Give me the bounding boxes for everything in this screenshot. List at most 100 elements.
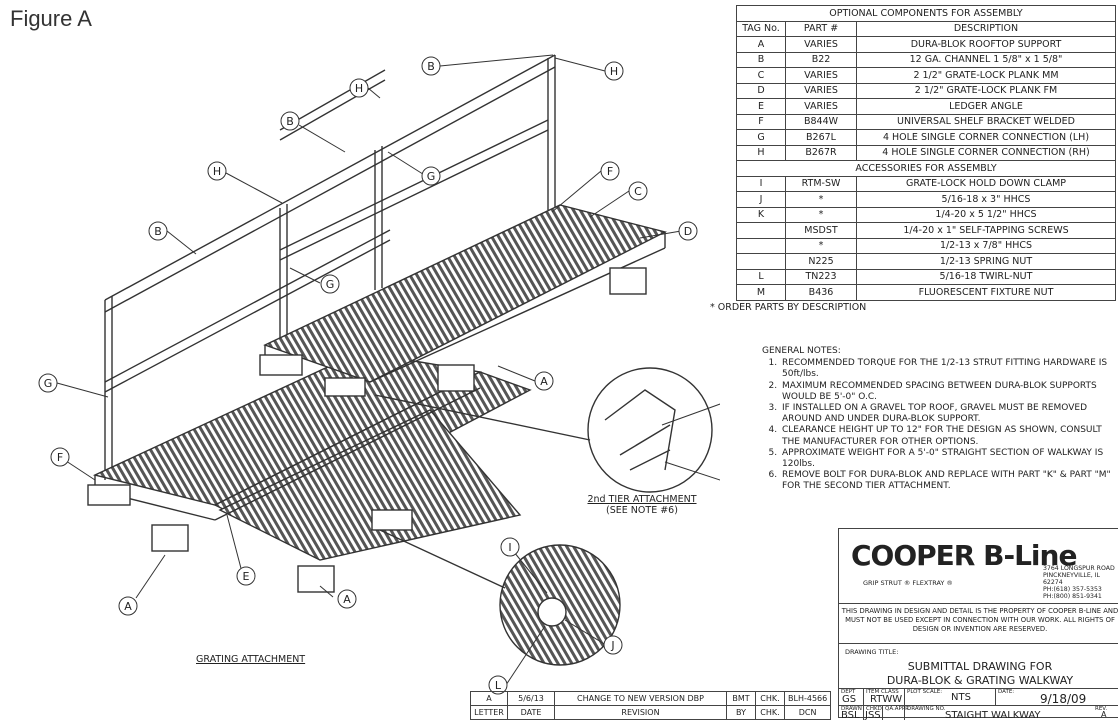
general-notes-header: GENERAL NOTES:	[762, 346, 841, 356]
svg-text:H: H	[213, 165, 221, 178]
optional-part: B267L	[785, 129, 857, 146]
callout-g-top: G	[421, 166, 441, 186]
svg-text:G: G	[326, 278, 335, 291]
accessory-part: MSDST	[785, 222, 857, 239]
optional-part: VARIES	[785, 98, 857, 115]
svg-text:I: I	[508, 541, 511, 554]
accessory-part: N225	[785, 253, 857, 270]
svg-text:A: A	[343, 593, 351, 606]
svg-text:F: F	[57, 451, 63, 464]
callout-i: I	[500, 537, 520, 557]
callout-a-left: A	[118, 596, 138, 616]
optional-part: B844W	[785, 113, 857, 130]
tier-attachment-caption: 2nd TIER ATTACHMENT (SEE NOTE #6)	[572, 494, 712, 516]
svg-text:E: E	[243, 570, 250, 583]
optional-part: VARIES	[785, 82, 857, 99]
callout-f-left: F	[50, 447, 70, 467]
accessory-desc: 1/2-13 SPRING NUT	[856, 253, 1116, 270]
optional-desc: 4 HOLE SINGLE CORNER CONNECTION (RH)	[856, 144, 1116, 161]
accessory-desc: 1/4-20 x 5 1/2" HHCS	[856, 206, 1116, 223]
optional-part: B267R	[785, 144, 857, 161]
tier-caption-title: 2nd TIER ATTACHMENT	[587, 494, 697, 505]
optional-tag: F	[736, 113, 786, 130]
revision-table: A 5/6/13 CHANGE TO NEW VERSION DBP BMT C…	[470, 691, 832, 720]
optional-tag: H	[736, 144, 786, 161]
walkway-isometric-drawing: B H H B G H F C D B G G A K F M I A E A …	[38, 54, 720, 695]
callout-c: C	[628, 181, 648, 201]
optional-part: VARIES	[785, 36, 857, 53]
optional-tag: B	[736, 51, 786, 68]
callout-g-left: G	[38, 373, 58, 393]
accessory-desc: FLUORESCENT FIXTURE NUT	[856, 284, 1116, 301]
optional-tag: A	[736, 36, 786, 53]
accessory-tag	[736, 237, 786, 254]
grating-attachment-caption: GRATING ATTACHMENT	[196, 654, 306, 665]
accessory-tag: L	[736, 268, 786, 285]
parts-table: OPTIONAL COMPONENTS FOR ASSEMBLY TAG No.…	[736, 5, 1116, 301]
callout-b-mid: B	[280, 111, 300, 131]
title-block: COOPER B-Line GRIP STRUT ® FLEXTRAY ® 37…	[838, 528, 1118, 721]
optional-header-row: OPTIONAL COMPONENTS FOR ASSEMBLY	[736, 5, 1116, 22]
accessory-row: K*1/4-20 x 5 1/2" HHCS	[736, 206, 1116, 223]
svg-text:B: B	[286, 115, 294, 128]
svg-text:A: A	[540, 375, 548, 388]
accessory-desc: GRATE-LOCK HOLD DOWN CLAMP	[856, 175, 1116, 192]
accessories-header-row: ACCESSORIES FOR ASSEMBLY	[736, 160, 1116, 177]
company-address: 3764 LONGSPUR ROAD PINCKNEYVILLE, IL 622…	[1043, 565, 1115, 600]
callout-f-top: F	[600, 161, 620, 181]
optional-desc: 2 1/2" GRATE-LOCK PLANK MM	[856, 67, 1116, 84]
accessory-part: *	[785, 191, 857, 208]
accessory-part: RTM-SW	[785, 175, 857, 192]
accessory-desc: 1/4-20 x 1" SELF-TAPPING SCREWS	[856, 222, 1116, 239]
callout-d: D	[678, 221, 698, 241]
optional-desc: DURA-BLOK ROOFTOP SUPPORT	[856, 36, 1116, 53]
accessory-desc: 5/16-18 x 3" HHCS	[856, 191, 1116, 208]
optional-part: B22	[785, 51, 857, 68]
accessory-part: B436	[785, 284, 857, 301]
dura-blok-supports	[87, 267, 647, 593]
callout-a-right: A	[337, 589, 357, 609]
optional-desc: 4 HOLE SINGLE CORNER CONNECTION (LH)	[856, 129, 1116, 146]
svg-text:L: L	[495, 679, 502, 692]
accessory-part: *	[785, 206, 857, 223]
optional-part: VARIES	[785, 67, 857, 84]
callout-j: J	[603, 635, 623, 655]
accessory-tag: M	[736, 284, 786, 301]
accessory-desc: 1/2-13 x 7/8" HHCS	[856, 237, 1116, 254]
accessories-header: ACCESSORIES FOR ASSEMBLY	[736, 160, 1116, 177]
general-note-item: APPROXIMATE WEIGHT FOR A 5'-0" STRAIGHT …	[780, 448, 1114, 470]
accessory-part: *	[785, 237, 857, 254]
accessory-tag: I	[736, 175, 786, 192]
svg-text:F: F	[607, 165, 613, 178]
drawing-title: DRAWING TITLE: SUBMITTAL DRAWING FOR DUR…	[839, 644, 1118, 689]
general-notes-list: RECOMMENDED TORQUE FOR THE 1/2-13 STRUT …	[762, 358, 1114, 492]
optional-tag: G	[736, 129, 786, 146]
svg-text:B: B	[154, 225, 162, 238]
callout-g-mid: G	[320, 274, 340, 294]
order-note: * ORDER PARTS BY DESCRIPTION	[710, 302, 867, 313]
general-note-item: IF INSTALLED ON A GRAVEL TOP ROOF, GRAVE…	[780, 403, 1114, 425]
optional-tag: C	[736, 67, 786, 84]
accessory-part: TN223	[785, 268, 857, 285]
svg-text:A: A	[124, 600, 132, 613]
svg-text:G: G	[44, 377, 53, 390]
optional-desc: 2 1/2" GRATE-LOCK PLANK FM	[856, 82, 1116, 99]
sub-brands: GRIP STRUT ® FLEXTRAY ®	[863, 579, 953, 587]
general-note-item: CLEARANCE HEIGHT UP TO 12" FOR THE DESIG…	[780, 425, 1114, 447]
callout-h-mid: H	[349, 78, 369, 98]
accessory-tag	[736, 253, 786, 270]
optional-desc: 12 GA. CHANNEL 1 5/8" x 1 5/8"	[856, 51, 1116, 68]
callout-b-top: B	[421, 56, 441, 76]
optional-desc: UNIVERSAL SHELF BRACKET WELDED	[856, 113, 1116, 130]
svg-text:H: H	[610, 65, 618, 78]
